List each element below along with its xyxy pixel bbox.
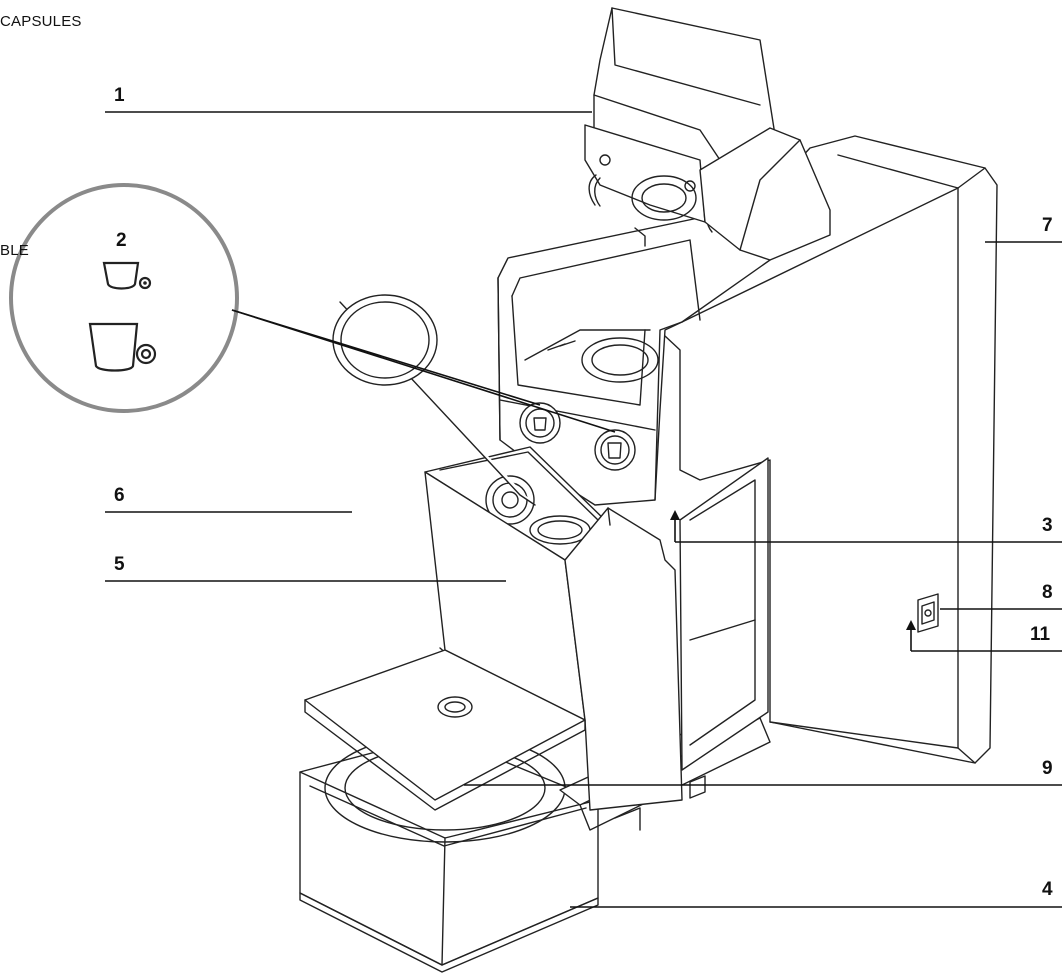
espresso-cup-icon [102,261,152,290]
callout-2: 2 [116,230,127,251]
callout-3: 3 [1042,515,1053,536]
callout-5: 5 [114,554,125,575]
capsule-container [424,446,769,811]
callout-6: 6 [114,485,125,506]
callout-1: 1 [114,85,125,106]
callout-8: 8 [1042,582,1053,603]
machine-body [649,135,998,764]
leader-lines [105,111,1062,908]
callout-7: 7 [1042,215,1053,236]
side-text-capsules: CAPSULES [0,13,82,30]
lungo-cup-icon [88,322,157,372]
side-accessory [332,294,536,506]
side-text-ble: BLE [0,242,29,259]
button-detail-circle [9,183,239,413]
callout-4: 4 [1042,879,1053,900]
control-head [497,204,771,506]
callout-9: 9 [1042,758,1053,779]
power-switch [917,593,939,633]
drip-tray [299,733,599,973]
cup-tray [304,649,586,811]
lid-lever [584,7,831,261]
callout-11: 11 [1030,624,1051,645]
